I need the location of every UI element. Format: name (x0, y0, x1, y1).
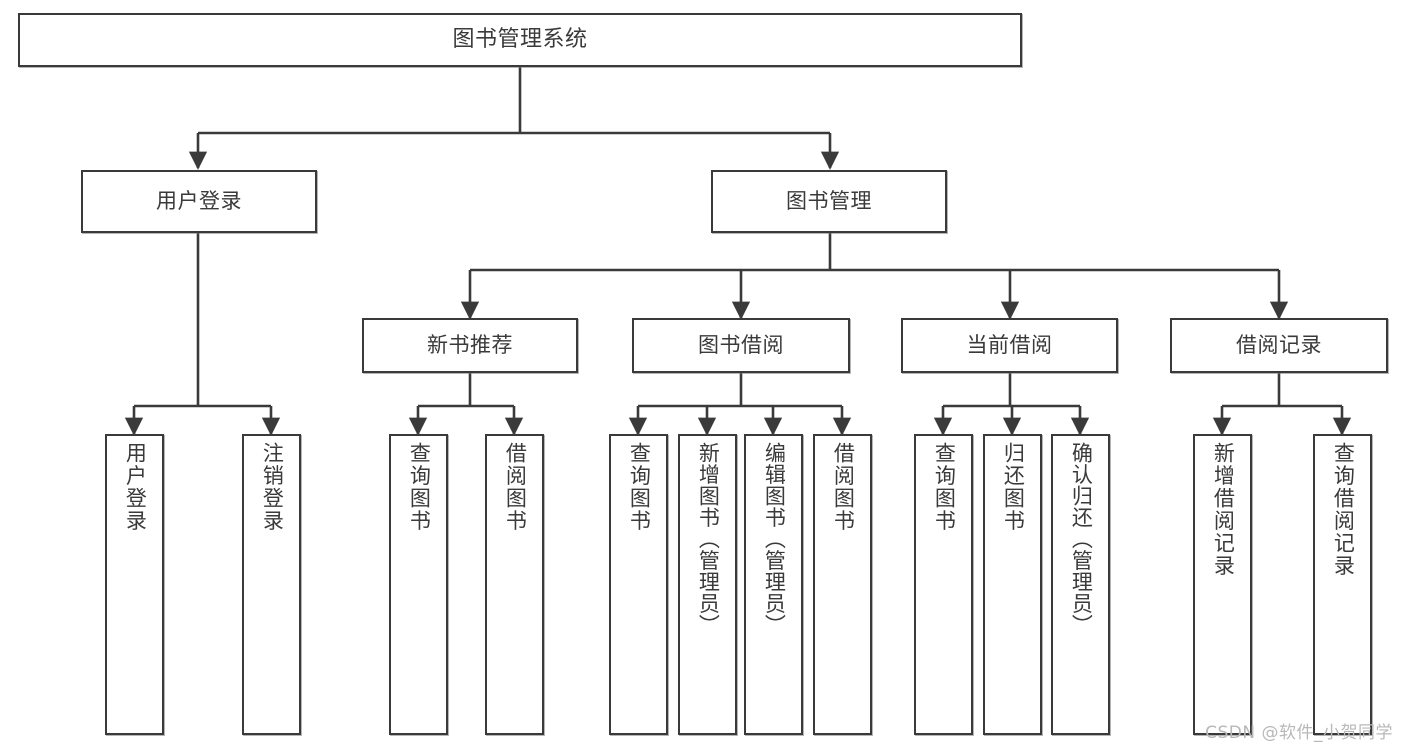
node-leaf-query-record-label: 查询借阅记录 (1331, 442, 1356, 577)
node-leaf-logout-login[interactable]: 注销登录 (242, 434, 301, 735)
node-leaf-borrow-book-2-label: 借阅图书 (831, 442, 856, 532)
node-leaf-return-book-label: 归还图书 (1001, 442, 1026, 532)
node-leaf-confirm-return-label: 确认归还（管理员） (1069, 442, 1094, 636)
node-current-borrow-label: 当前借阅 (966, 332, 1053, 357)
node-root-label: 图书管理系统 (452, 26, 588, 52)
node-leaf-borrow-book-1-label: 借阅图书 (503, 442, 528, 532)
node-book-management-label: 图书管理 (786, 188, 872, 213)
node-user-login-label: 用户登录 (156, 188, 242, 213)
node-leaf-confirm-return[interactable]: 确认归还（管理员） (1051, 434, 1110, 735)
node-borrow-record[interactable]: 借阅记录 (1170, 318, 1388, 373)
node-borrow-record-label: 借阅记录 (1236, 332, 1322, 357)
node-new-book-recommend[interactable]: 新书推荐 (362, 318, 578, 373)
csdn-watermark: CSDN @软件_小贺同学 (1205, 723, 1393, 743)
node-leaf-query-book-2-label: 查询图书 (627, 442, 652, 532)
node-leaf-return-book[interactable]: 归还图书 (983, 434, 1042, 735)
node-leaf-query-book-1[interactable]: 查询图书 (389, 434, 448, 735)
node-leaf-add-record-label: 新增借阅记录 (1211, 442, 1236, 577)
node-leaf-query-book-1-label: 查询图书 (407, 442, 432, 532)
node-leaf-query-book-3[interactable]: 查询图书 (914, 434, 973, 735)
node-book-borrow[interactable]: 图书借阅 (632, 318, 850, 373)
node-leaf-query-book-3-label: 查询图书 (932, 442, 957, 532)
node-leaf-add-record[interactable]: 新增借阅记录 (1193, 434, 1252, 735)
node-leaf-query-book-2[interactable]: 查询图书 (609, 434, 668, 735)
node-leaf-edit-book-label: 编辑图书（管理员） (762, 442, 787, 636)
node-leaf-borrow-book-1[interactable]: 借阅图书 (485, 434, 544, 735)
node-new-book-recommend-label: 新书推荐 (427, 332, 513, 357)
node-leaf-borrow-book-2[interactable]: 借阅图书 (813, 434, 872, 735)
node-root-book-management-system[interactable]: 图书管理系统 (18, 13, 1022, 67)
node-book-management[interactable]: 图书管理 (711, 170, 947, 233)
node-user-login[interactable]: 用户登录 (81, 170, 317, 233)
node-leaf-user-login-label: 用户登录 (123, 442, 148, 532)
node-leaf-edit-book[interactable]: 编辑图书（管理员） (744, 434, 803, 735)
node-leaf-add-book[interactable]: 新增图书（管理员） (678, 434, 737, 735)
node-leaf-logout-login-label: 注销登录 (260, 442, 285, 532)
node-leaf-add-book-label: 新增图书（管理员） (696, 442, 721, 636)
node-leaf-user-login[interactable]: 用户登录 (105, 434, 164, 735)
node-current-borrow[interactable]: 当前借阅 (901, 318, 1118, 373)
node-book-borrow-label: 图书借阅 (698, 332, 784, 357)
node-leaf-query-record[interactable]: 查询借阅记录 (1313, 434, 1372, 735)
